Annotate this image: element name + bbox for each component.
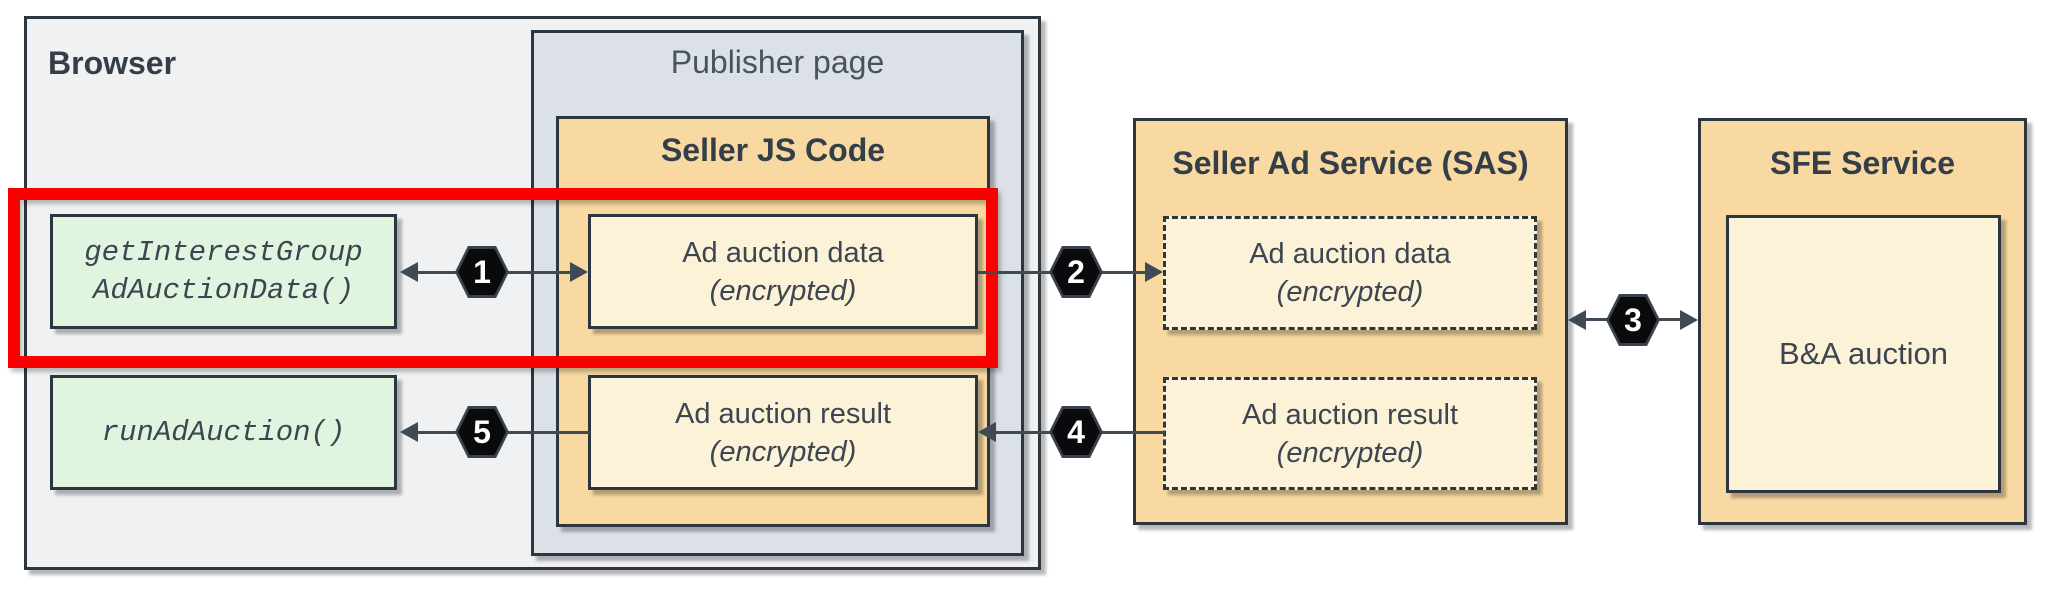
step-number: 4 (1052, 409, 1100, 455)
step-5-hexagon: 5 (455, 406, 509, 458)
api-code-line: AdAuctionData() (92, 273, 355, 307)
connector-line (507, 431, 590, 434)
js-ad-auction-data-node: Ad auction data (encrypted) (588, 214, 978, 329)
arrowhead-right-icon (570, 262, 588, 282)
node-qualifier: (encrypted) (1276, 276, 1424, 308)
connector-line (507, 271, 572, 274)
ba-auction-node: B&A auction (1726, 215, 2001, 493)
arrowhead-left-icon (1568, 310, 1586, 330)
sfe-service-title: SFE Service (1770, 145, 1955, 181)
step-number: 5 (458, 409, 506, 455)
browser-title: Browser (48, 45, 177, 81)
highlight-rectangle (8, 188, 998, 368)
connector-line (416, 431, 457, 434)
connector-line (1584, 318, 1608, 321)
node-title: B&A auction (1779, 336, 1948, 371)
publisher-page-title: Publisher page (670, 44, 885, 80)
step-3-hexagon: 3 (1606, 294, 1660, 346)
arrowhead-right-icon (1680, 310, 1698, 330)
node-title: Ad auction data (682, 236, 884, 269)
sas-ad-auction-data-node: Ad auction data (encrypted) (1163, 216, 1537, 330)
arrowhead-left-icon (400, 262, 418, 282)
node-qualifier: (encrypted) (709, 435, 857, 468)
arrowhead-left-icon (400, 422, 418, 442)
node-title: Ad auction result (674, 397, 891, 430)
arrowhead-left-icon (978, 422, 996, 442)
js-ad-auction-result-node: Ad auction result (encrypted) (588, 375, 978, 490)
api-code-line: runAdAuction() (101, 415, 346, 449)
connector-line (1658, 318, 1682, 321)
seller-ad-service-title: Seller Ad Service (SAS) (1172, 145, 1529, 181)
connector-line (1101, 431, 1165, 434)
run-ad-auction-node: runAdAuction() (50, 375, 397, 490)
connector-line (978, 271, 1051, 274)
node-qualifier: (encrypted) (709, 274, 857, 307)
step-2-hexagon: 2 (1049, 246, 1103, 298)
sas-ad-auction-result-node: Ad auction result (encrypted) (1163, 377, 1537, 490)
seller-js-code-title: Seller JS Code (660, 132, 886, 168)
node-title: Ad auction data (1249, 238, 1451, 270)
node-title: Ad auction result (1241, 398, 1458, 431)
step-1-hexagon: 1 (455, 246, 509, 298)
connector-line (994, 431, 1051, 434)
connector-line (416, 271, 457, 274)
node-qualifier: (encrypted) (1276, 436, 1424, 469)
step-4-hexagon: 4 (1049, 406, 1103, 458)
connector-line (1101, 271, 1145, 274)
step-number: 2 (1052, 249, 1100, 295)
step-number: 3 (1609, 297, 1657, 343)
get-interest-group-ad-auction-data-node: getInterestGroup AdAuctionData() (50, 214, 397, 329)
step-number: 1 (458, 249, 506, 295)
api-code-line: getInterestGroup (84, 235, 363, 269)
arrowhead-right-icon (1145, 262, 1163, 282)
